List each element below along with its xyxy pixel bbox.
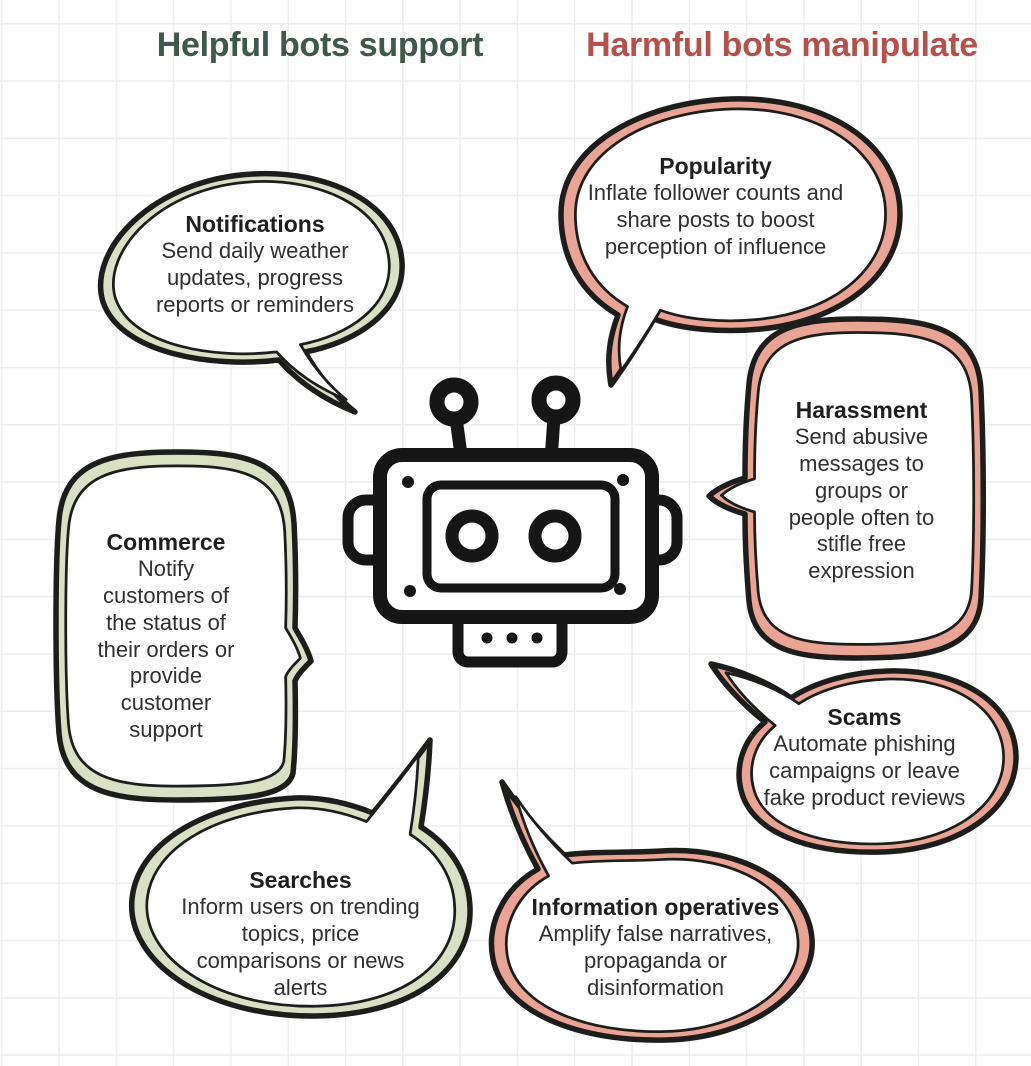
- bubble-title-scams: Scams: [827, 704, 902, 730]
- bubble-scams: Scams Automate phishing campaigns or lea…: [757, 703, 972, 812]
- speech-bubble-information-operatives: [488, 779, 815, 1043]
- bubble-body-information-operatives: Amplify false narratives, propaganda or …: [538, 921, 773, 1000]
- heading-harmful-bots: Harmful bots manipulate: [586, 26, 978, 64]
- speech-bubble-searches: [129, 737, 473, 1019]
- bubble-searches: Searches Inform users on trending topics…: [178, 866, 423, 1001]
- bubble-body-harassment: Send abusive messages to groups or peopl…: [788, 424, 935, 584]
- bubble-commerce: Commerce Notify customers of the status …: [90, 528, 242, 744]
- bubble-information-operatives: Information operatives Amplify false nar…: [513, 893, 798, 1002]
- bubble-popularity: Popularity Inflate follower counts and s…: [583, 152, 848, 261]
- bubble-title-searches: Searches: [249, 867, 352, 893]
- speech-bubble-popularity: [558, 96, 903, 388]
- bubble-body-popularity: Inflate follower counts and share posts …: [587, 180, 844, 259]
- bubble-title-information-operatives: Information operatives: [531, 894, 780, 920]
- bubble-body-commerce: Notify customers of the status of their …: [97, 556, 235, 743]
- bubble-harassment: Harassment Send abusive messages to grou…: [780, 396, 943, 585]
- speech-bubble-commerce: [53, 449, 314, 803]
- bubble-body-notifications: Send daily weather updates, progress rep…: [155, 238, 355, 317]
- bubble-title-notifications: Notifications: [185, 211, 325, 237]
- speech-bubble-notifications: [98, 170, 405, 415]
- heading-helpful-bots: Helpful bots support: [156, 26, 484, 64]
- speech-bubble-scams: [708, 661, 1019, 855]
- speech-bubble-harassment: [706, 316, 986, 661]
- robot-head-icon: [342, 375, 683, 668]
- bubble-title-harassment: Harassment: [795, 397, 928, 423]
- bubble-title-commerce: Commerce: [106, 529, 226, 555]
- bubble-body-scams: Automate phishing campaigns or leave fak…: [763, 731, 966, 810]
- bubble-notifications: Notifications Send daily weather updates…: [130, 210, 380, 319]
- bubble-title-popularity: Popularity: [659, 153, 772, 179]
- bubble-body-searches: Inform users on trending topics, price c…: [181, 894, 420, 1000]
